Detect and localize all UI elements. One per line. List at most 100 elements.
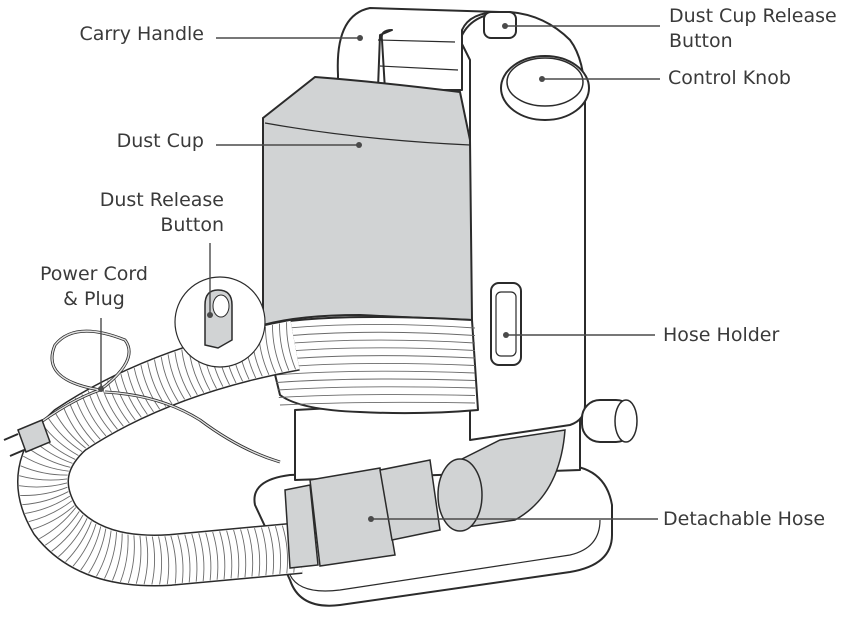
hose-corrugation [104,532,117,579]
hose-corrugation [167,354,186,400]
dust-cup [262,75,474,327]
label-dust-cup-release-line2: Button [669,30,733,52]
hose-corrugation [181,349,198,396]
intake-elbow [437,429,566,532]
hose-corrugation [143,536,149,585]
hose-corrugation [158,536,163,585]
dust-cup-release-button [483,11,517,39]
hose-corrugation [254,527,261,576]
hose-corrugation [170,535,177,584]
hose-corrugation [133,367,154,413]
hose-corrugation [44,511,80,546]
hose-corrugation [20,486,68,496]
dust-release-inset [174,276,266,368]
label-dust-release-line1: Dust Release [99,189,224,211]
label-hose-holder-text: Hose Holder [663,324,780,346]
hose-corrugation [279,323,290,371]
control-knob [500,55,590,121]
hose-corrugation [47,417,83,452]
label-power-cord-line2: & Plug [63,288,125,310]
hose-corrugation [112,533,123,581]
hose-corrugation [58,518,88,558]
hose-corrugation [198,533,205,582]
power-cord [29,329,281,464]
power-plug [3,419,51,457]
label-power-cord-line1: Power Cord [40,263,148,285]
label-hose-holder: Hose Holder [663,323,779,348]
hose-corrugation [28,500,73,523]
filter-rib [277,386,476,391]
filter-rib [275,370,476,376]
hose-corrugation [127,535,135,584]
filter-rib [279,401,476,406]
hose-corrugation [226,530,233,579]
hose-corrugation [274,526,282,575]
hose-corrugation [22,455,69,472]
hose-corrugation [135,535,142,584]
label-detachable-hose-text: Detachable Hose [663,508,826,530]
filter-rib [276,378,476,383]
hose-corrugation [113,377,136,421]
label-dust-release-line2: Button [160,214,224,236]
filter-ribs [262,315,479,415]
hose-corrugation [219,531,226,580]
hose-corrugation [240,529,247,578]
anchor-dust-cup [356,142,362,148]
hose-corrugation [51,514,84,552]
anchor-power-cord [98,386,104,392]
hose-corrugation [19,475,68,481]
hose-corrugation [177,535,184,584]
hose-corrugation [272,324,283,373]
hose-corrugation [62,405,90,447]
label-power-cord-plug: Power Cord & Plug [40,262,148,312]
hose-corrugation [65,521,92,563]
hose-corrugation [120,373,142,418]
label-carry-handle-text: Carry Handle [79,23,204,45]
hose-corrugation [96,530,112,577]
hose-corrugation [233,529,240,578]
hose-corrugation [174,351,192,398]
label-dust-release-button: Dust Release Button [100,188,224,238]
hose-corrugation [164,536,170,585]
hose-corrugation [261,527,268,576]
hose-corrugation [151,536,156,585]
anchor-detachable-hose [368,516,374,522]
hose-corrugation [75,397,101,440]
label-dust-cup-release-button: Dust Cup Release Button [669,4,837,54]
label-dust-cup-release-line1: Dust Cup Release [669,5,837,27]
hose-corrugation [212,531,219,580]
hose-corrugation [127,370,148,415]
hose-corrugation [80,526,102,571]
exhaust-port [581,399,638,443]
hose-corrugation [39,507,77,540]
hose-corrugation [22,491,69,506]
hose-corrugation [205,532,212,581]
label-control-knob-text: Control Knob [668,67,791,89]
hose-corrugation [154,359,173,405]
detachable-hose-tube [17,319,303,587]
anchor-carry-handle [357,35,363,41]
hose-corrugation [281,525,289,574]
label-dust-cup-text: Dust Cup [116,130,204,152]
hose-corrugation [264,326,276,374]
label-dust-cup: Dust Cup [117,129,204,154]
anchor-hose-holder [503,332,509,338]
hose-corrugation [25,495,71,514]
hose-corrugation [268,526,275,575]
anchor-dust-cup-release [502,23,508,29]
hose-corrugation [19,482,68,488]
label-control-knob: Control Knob [668,66,791,91]
anchor-control-knob [539,76,545,82]
anchor-dust-release-button [207,312,213,318]
hose-corrugation [20,465,68,476]
label-detachable-hose: Detachable Hose [663,507,825,532]
hose-corrugation [286,322,296,370]
hose-connector [284,459,441,569]
hose-corrugation [68,401,95,444]
hose-holder [490,282,522,366]
hose-corrugation [32,505,75,530]
leader-lines [98,23,660,522]
hose-corrugation [120,534,129,583]
hose-corrugation [184,534,191,583]
